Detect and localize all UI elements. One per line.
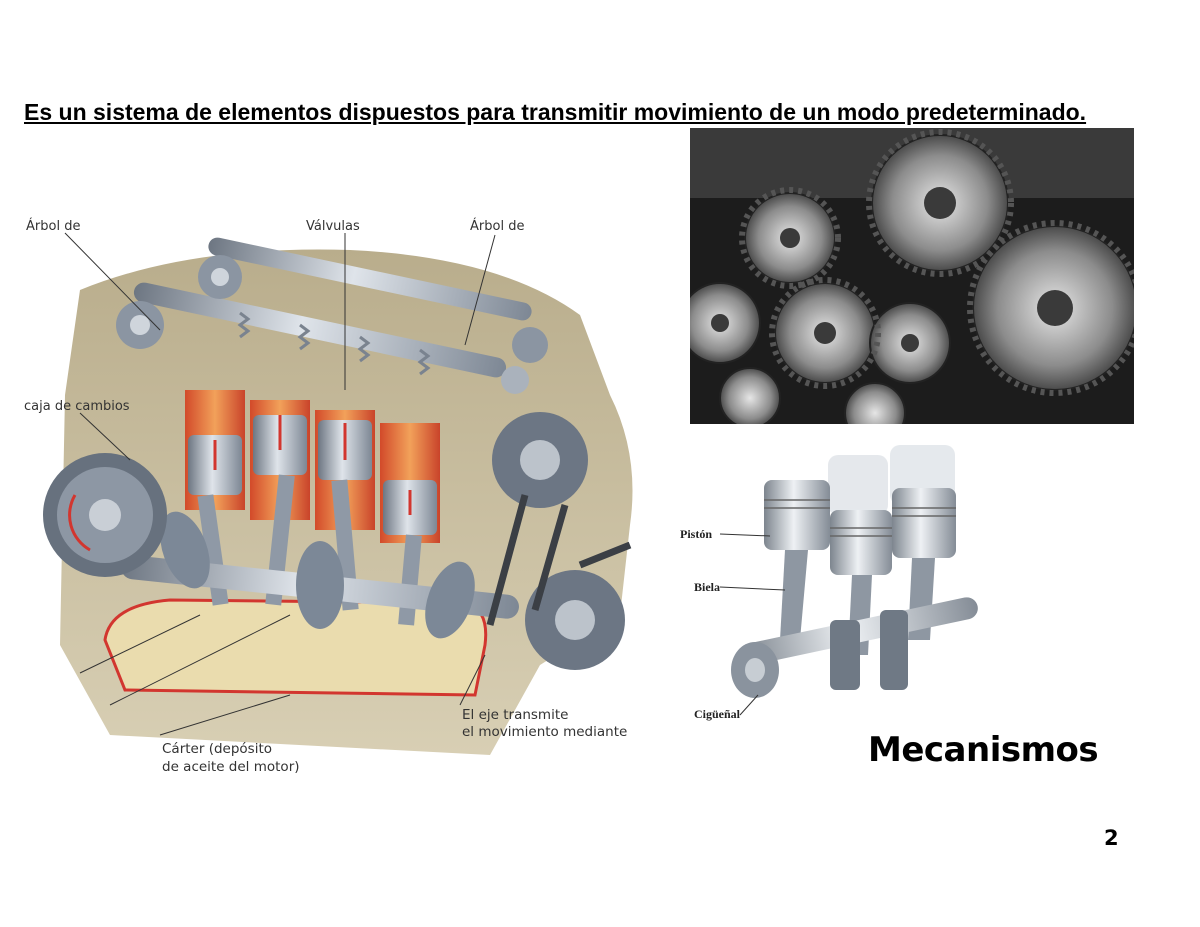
label-ciguenal: Cigüeñal bbox=[694, 707, 741, 721]
label-piston: Pistón bbox=[680, 527, 713, 541]
page-number: 2 bbox=[1104, 826, 1119, 850]
label-caja: caja de cambios bbox=[24, 399, 130, 414]
crank bbox=[731, 597, 978, 698]
gear-hubs bbox=[711, 187, 1073, 352]
label-eje-2: el movimiento mediante bbox=[462, 724, 628, 740]
label-eje-1: El eje transmite bbox=[462, 707, 569, 723]
piston-leader-lines bbox=[719, 533, 786, 716]
valve-springs bbox=[237, 311, 431, 376]
engine-diagram bbox=[20, 195, 660, 785]
label-arbol-right: Árbol de bbox=[470, 219, 525, 234]
camshaft bbox=[116, 237, 548, 394]
label-biela: Biela bbox=[694, 580, 720, 594]
label-valvulas: Válvulas bbox=[306, 219, 360, 234]
label-arbol-left: Árbol de bbox=[26, 219, 81, 234]
gear-teeth bbox=[739, 129, 1134, 396]
label-carter-2: de aceite del motor) bbox=[162, 759, 300, 775]
intro-text: Es un sistema de elementos dispuestos pa… bbox=[24, 99, 1087, 125]
pulleys bbox=[486, 412, 632, 670]
gears-photo bbox=[690, 128, 1134, 424]
pistons bbox=[188, 415, 437, 535]
piston-heads bbox=[764, 480, 956, 575]
gears-illustration bbox=[690, 128, 1134, 424]
crankshaft bbox=[121, 511, 519, 639]
label-carter-1: Cárter (depósito bbox=[162, 741, 272, 757]
piston-crank-illustration bbox=[719, 445, 978, 716]
slide-title: Mecanismos bbox=[868, 730, 1099, 770]
piston-arrows bbox=[213, 415, 412, 515]
piston-crank-diagram bbox=[680, 440, 980, 730]
leader-lines bbox=[64, 232, 496, 736]
engine-illustration bbox=[43, 232, 633, 755]
gearbox-wheel bbox=[43, 453, 167, 577]
